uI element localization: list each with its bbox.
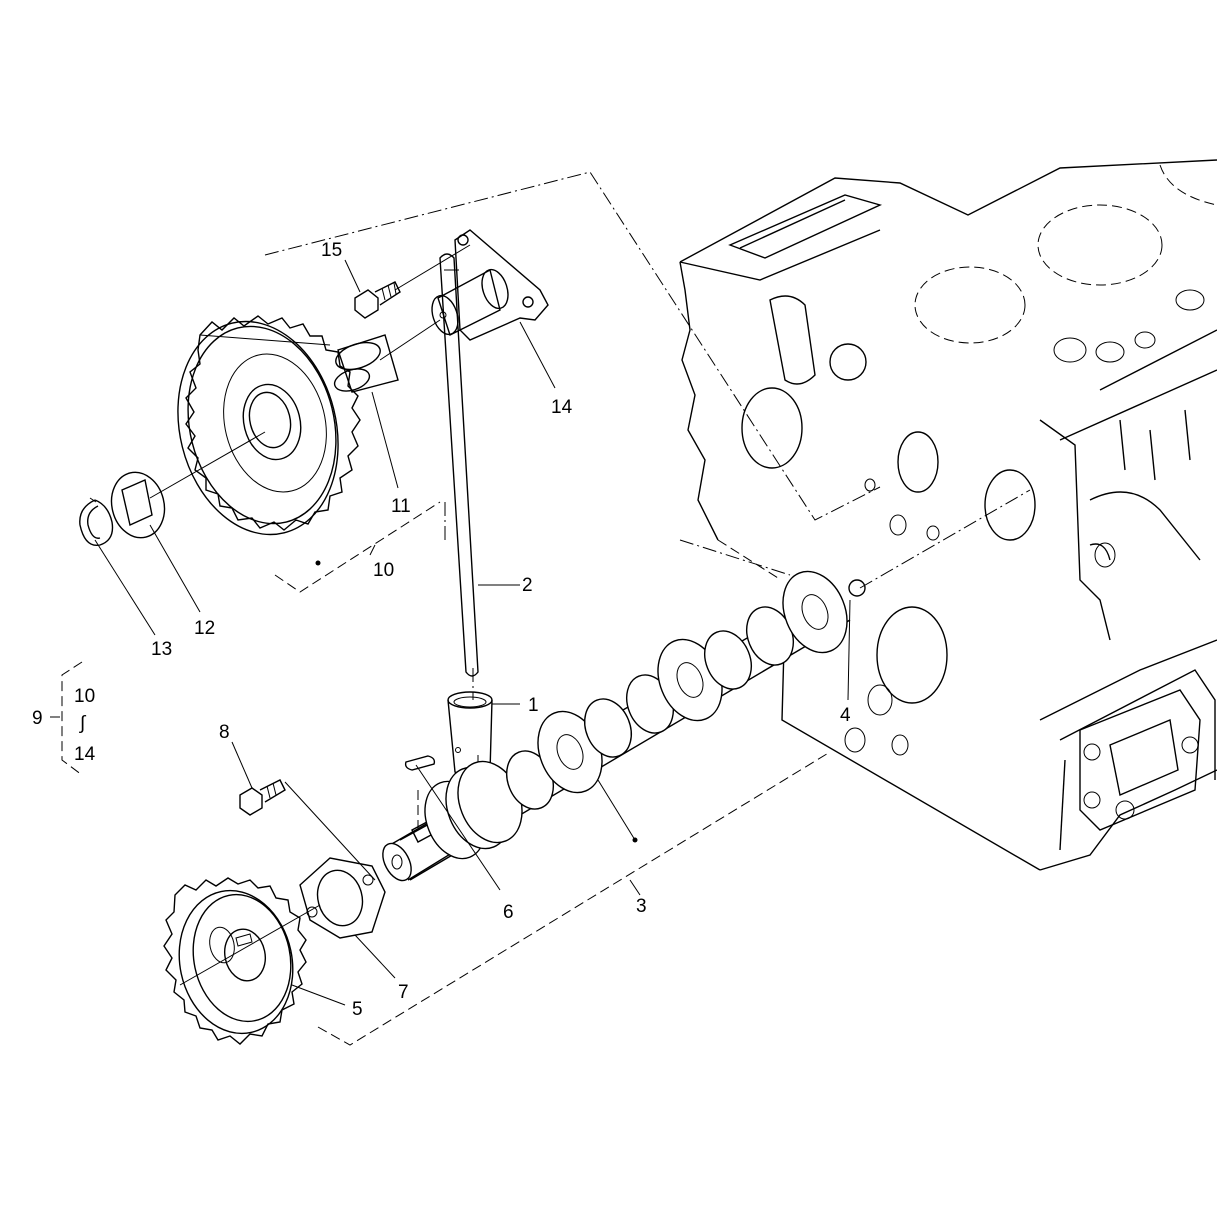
label-part-1: 1	[528, 695, 539, 716]
thrust-plate	[299, 857, 386, 939]
label-part-13: 13	[151, 639, 172, 660]
bolt-15	[354, 281, 401, 319]
label-group-from: 10	[74, 686, 95, 707]
label-part-4: 4	[840, 705, 851, 726]
plug	[848, 579, 866, 597]
label-part-8: 8	[219, 722, 230, 743]
label-part-9: 9	[32, 708, 43, 729]
push-rod	[439, 253, 479, 677]
idler-bushing	[333, 334, 399, 393]
group-bracket	[50, 661, 83, 776]
label-group-tilde: ∫	[79, 713, 87, 734]
label-part-11: 11	[391, 496, 411, 517]
label-part-15: 15	[321, 240, 342, 261]
idler-shaft	[431, 229, 549, 341]
leader-lines	[94, 259, 851, 1006]
thrust-washer	[110, 471, 166, 539]
label-part-2: 2	[522, 575, 533, 596]
circlip	[79, 497, 114, 547]
part-labels: 15 14 11 10 2 12 13 1 4 8 6 3 7 5 9 10 ∫…	[32, 240, 851, 1020]
assembly-guide-lines	[149, 171, 1031, 1046]
label-part-5: 5	[352, 999, 363, 1020]
camshaft	[382, 570, 851, 882]
woodruff-key	[404, 755, 436, 771]
label-part-3: 3	[636, 896, 647, 917]
label-part-6: 6	[503, 902, 514, 923]
label-part-10: 10	[373, 560, 394, 581]
engine-block	[679, 159, 1217, 871]
idler-gear	[177, 315, 361, 566]
bolt-8	[239, 779, 286, 816]
label-part-7: 7	[398, 982, 409, 1003]
label-part-12: 12	[194, 618, 215, 639]
cam-gear	[163, 877, 307, 1045]
label-part-14: 14	[551, 397, 573, 418]
label-group-to: 14	[74, 744, 96, 765]
